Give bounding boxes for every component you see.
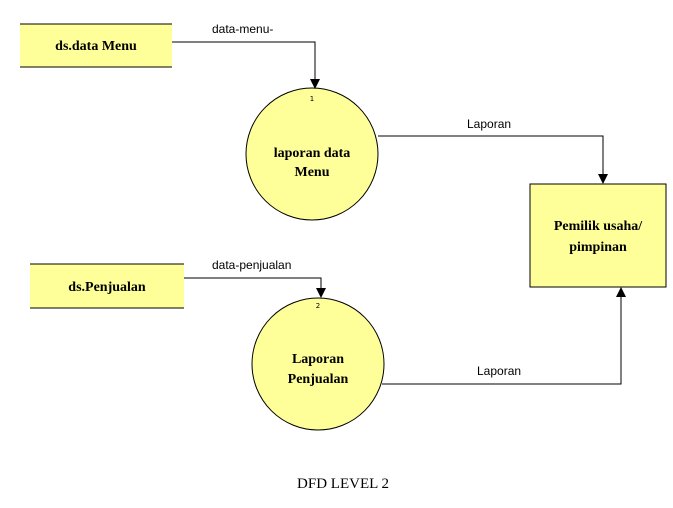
process-2-label-line2: Penjualan — [288, 372, 349, 387]
external-entity-pemilik: Pemilik usaha/ pimpinan — [529, 183, 667, 288]
flow-laporan-penjualan-label: Laporan — [477, 364, 521, 378]
flow-data-menu-line — [172, 41, 320, 89]
data-store-menu: ds.data Menu — [20, 23, 172, 68]
data-store-menu-label: ds.data Menu — [55, 39, 137, 54]
flow-laporan-menu: Laporan — [378, 117, 608, 184]
process-1-label-line2: Menu — [295, 165, 330, 180]
data-store-menu-fill — [20, 24, 172, 67]
flow-laporan-penjualan: Laporan — [382, 287, 626, 385]
flow-data-penjualan: data-penjualan — [184, 258, 326, 298]
data-store-penjualan: ds.Penjualan — [30, 263, 184, 309]
external-entity-box — [529, 183, 667, 288]
data-store-penjualan-fill — [30, 264, 184, 308]
process-1: 1 laporan data Menu — [245, 87, 379, 221]
external-entity-label-line2: pimpinan — [569, 240, 627, 255]
diagram-caption: DFD LEVEL 2 — [297, 476, 389, 492]
flow-laporan-menu-label: Laporan — [467, 117, 511, 131]
flow-data-menu: data-menu- — [172, 22, 320, 89]
external-entity-label-line1: Pemilik usaha/ — [554, 219, 643, 234]
process-1-label-line1: laporan data — [274, 146, 351, 161]
flow-data-penjualan-line — [184, 277, 326, 298]
process-2: 2 Laporan Penjualan — [251, 297, 385, 431]
flow-laporan-menu-line — [378, 135, 608, 184]
process-2-circle — [251, 297, 385, 431]
process-2-label-line1: Laporan — [292, 352, 344, 367]
flow-laporan-penjualan-line — [382, 287, 626, 385]
flow-data-penjualan-label: data-penjualan — [212, 258, 291, 272]
flow-data-menu-label: data-menu- — [212, 22, 273, 36]
data-store-penjualan-label: ds.Penjualan — [68, 280, 146, 295]
process-2-number: 2 — [316, 302, 320, 310]
process-1-number: 1 — [310, 95, 314, 103]
